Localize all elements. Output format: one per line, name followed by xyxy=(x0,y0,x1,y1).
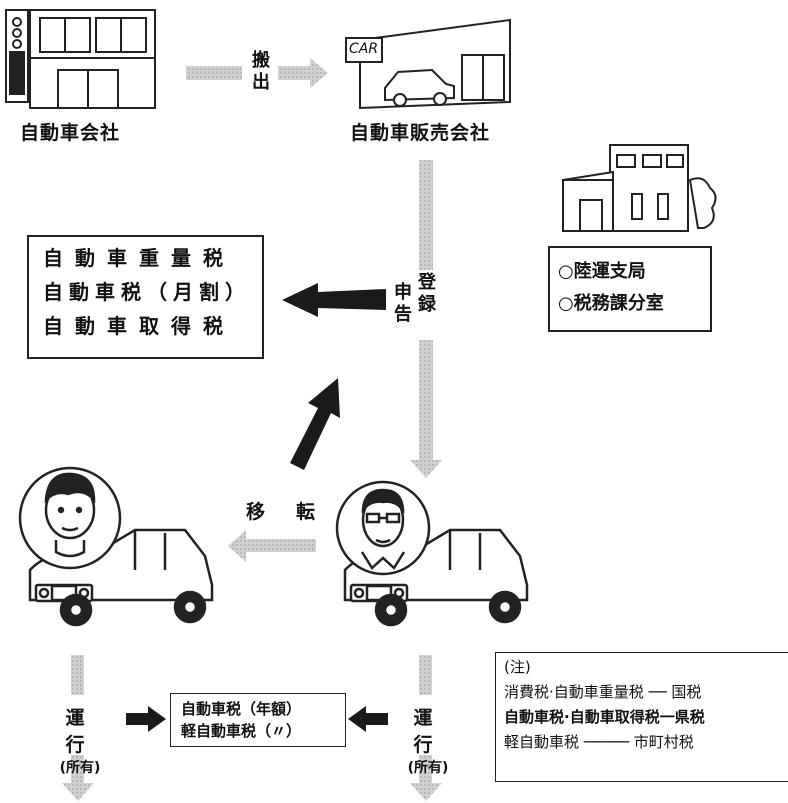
office-item: ○陸運支局 xyxy=(558,261,646,282)
annual-tax-item: 自動車税（年額） xyxy=(181,700,302,718)
left-operation-arrow xyxy=(62,655,94,801)
right-owner-car-icon xyxy=(335,480,529,627)
right-annual-tax-arrow xyxy=(348,706,388,732)
annual-tax-box: 自動車税（年額） 軽自動車税（〃） xyxy=(170,693,346,747)
register-label: 登 録 xyxy=(418,272,436,315)
register-tax-arrow xyxy=(282,283,386,317)
manufacturer-label: 自動車会社 xyxy=(20,122,121,144)
transfer-tax-arrow xyxy=(290,378,340,470)
offices-box: ○陸運支局 ○税務課分室 xyxy=(548,246,712,332)
ship-arrow xyxy=(186,58,328,88)
declare-label: 申 告 xyxy=(394,282,412,325)
ship-label: 搬 出 xyxy=(252,50,270,93)
dealer-label: 自動車販売会社 xyxy=(350,122,491,144)
office-item: ○税務課分室 xyxy=(558,293,664,314)
tax-item: 自動車重量税 xyxy=(43,246,235,270)
car-shop-sign: CAR xyxy=(349,41,379,57)
tax-item: 自動車税（月割） xyxy=(43,280,251,304)
note-title: (注) xyxy=(504,658,531,676)
acquisition-tax-box: 自動車重量税 自動車税（月割） 自動車取得税 xyxy=(27,235,264,359)
tax-office-building-icon xyxy=(562,144,717,232)
note-line: 自動車税·自動車取得税一県税 xyxy=(504,708,705,726)
tax-item: 自動車取得税 xyxy=(43,314,235,338)
right-operation-label: 運 行 (所有) xyxy=(407,707,472,776)
transfer-label: 移 転 xyxy=(246,501,322,523)
note-line: 軽自動車税 ───── 市町村税 xyxy=(504,733,694,751)
dealer-down-arrow xyxy=(410,160,442,478)
dealer-building-icon xyxy=(345,18,511,110)
note-line: 消費税·自動車重量税 ── 国税 xyxy=(504,683,702,701)
note-box: (注) 消費税·自動車重量税 ── 国税 自動車税·自動車取得税一県税 軽自動車… xyxy=(495,652,788,782)
left-owner-car-icon xyxy=(18,466,214,627)
annual-tax-item: 軽自動車税（〃） xyxy=(181,722,302,740)
transfer-arrow xyxy=(228,530,316,562)
left-annual-tax-arrow xyxy=(126,706,166,732)
left-operation-label: 運 行 (所有) xyxy=(59,707,124,776)
right-operation-arrow xyxy=(410,655,442,801)
manufacturer-building-icon xyxy=(5,9,156,109)
